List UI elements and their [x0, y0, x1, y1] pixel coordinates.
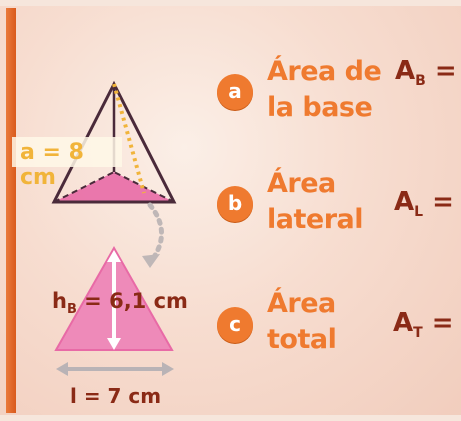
formula-a-sub: B — [415, 73, 426, 90]
apothem-label: a = 8 cm — [20, 140, 84, 190]
formula-a-rest: = — [425, 56, 457, 86]
pyramid-base-face — [54, 172, 174, 202]
item-a-title: Área de la base — [267, 54, 382, 126]
formula-a: AB = — [395, 56, 457, 89]
badge-b: b — [217, 186, 253, 222]
height-label-value: = 6,1 cm — [76, 289, 188, 313]
lateral-face-figure — [54, 245, 174, 351]
base-arrow-left — [56, 362, 68, 376]
apothem-label-box: a = 8 cm — [12, 137, 122, 190]
base-arrow-right — [162, 362, 174, 376]
formula-c-rest: = — [422, 308, 454, 338]
formula-b-main: A — [394, 187, 415, 217]
formula-c: AT = — [393, 308, 454, 341]
item-c-title-line1: Área — [267, 288, 336, 319]
item-b-title: Área lateral — [267, 166, 363, 238]
height-label-main: h — [52, 289, 67, 313]
top-frame — [0, 0, 461, 6]
badge-a: a — [217, 74, 253, 110]
height-label: hB = 6,1 cm — [52, 289, 188, 317]
item-c-title-line2: total — [267, 324, 337, 355]
apothem-line — [112, 83, 146, 194]
bottom-frame — [0, 415, 461, 421]
height-arrow-top — [107, 250, 121, 262]
badge-c: c — [217, 307, 253, 343]
item-a-title-line2: la base — [267, 92, 373, 123]
item-b-title-line1: Área — [267, 168, 336, 199]
item-c-title: Área total — [267, 286, 337, 358]
curved-arrow-head — [142, 254, 160, 268]
height-arrow-bottom — [107, 338, 121, 350]
item-a-title-line1: Área de — [267, 56, 382, 87]
left-accent-bar — [6, 8, 16, 413]
height-label-sub: B — [66, 302, 77, 318]
formula-c-sub: T — [413, 325, 423, 342]
base-length-label: l = 7 cm — [70, 384, 162, 408]
item-b-title-line2: lateral — [267, 204, 363, 235]
curved-arrow — [147, 202, 164, 263]
pyramid-hidden-edge-left — [53, 171, 115, 203]
formula-b-rest: = — [423, 187, 454, 217]
formula-b-sub: L — [414, 204, 424, 221]
formula-a-main: A — [395, 56, 416, 86]
formula-b: AL = — [394, 187, 454, 220]
formula-c-main: A — [393, 308, 414, 338]
